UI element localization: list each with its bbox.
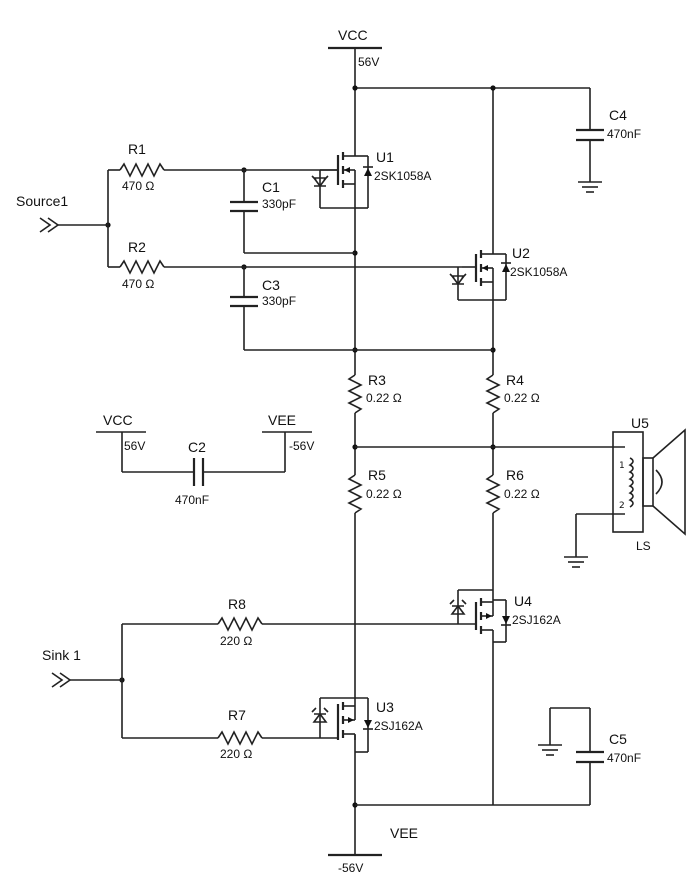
r3-value: 0.22 Ω	[366, 391, 402, 405]
u4-ref: U4	[514, 593, 532, 609]
resistor-r3: R3 0.22 Ω	[347, 365, 402, 420]
capacitor-c2: VCC 56V VEE -56V C2 470nF	[96, 412, 314, 507]
c4-value: 470nF	[607, 127, 641, 141]
u1-part: 2SK1058A	[374, 169, 431, 183]
r5-value: 0.22 Ω	[366, 487, 402, 501]
r8-ref: R8	[228, 596, 246, 612]
r1-value: 470 Ω	[122, 179, 154, 193]
c2-value: 470nF	[175, 493, 209, 507]
r4-value: 0.22 Ω	[504, 391, 540, 405]
c3-ref: C3	[262, 277, 280, 293]
resistor-r6: R6 0.22 Ω	[485, 465, 540, 520]
source1-port: Source1	[16, 170, 109, 267]
vee-small-voltage: -56V	[289, 439, 314, 453]
vcc-top-label: VCC	[338, 27, 368, 43]
u2-ref: U2	[512, 245, 530, 261]
capacitor-c4: C4 470nF	[576, 88, 641, 193]
r1-ref: R1	[128, 141, 146, 157]
u5-ref: U5	[631, 415, 649, 431]
u4-part: 2SJ162A	[512, 613, 561, 627]
speaker-u5: 1 2 U5 LS	[612, 415, 686, 553]
source1-label: Source1	[16, 193, 68, 209]
c5-ref: C5	[609, 731, 627, 747]
r2-value: 470 Ω	[122, 277, 154, 291]
resistor-r7: R7 220 Ω	[122, 707, 338, 761]
mosfet-u4: U4 2SJ162A	[449, 589, 561, 643]
vee-bottom-voltage: -56V	[338, 861, 363, 875]
junction	[490, 85, 496, 91]
vcc-top-rail: VCC 56V	[328, 27, 382, 69]
mosfet-u2: U2 2SK1058A	[449, 245, 567, 301]
resistor-r8: R8 220 Ω	[122, 596, 476, 648]
junction	[352, 85, 358, 91]
r7-ref: R7	[228, 707, 246, 723]
speaker-pin2: 2	[619, 501, 625, 511]
vcc-top-voltage: 56V	[358, 55, 379, 69]
u3-ref: U3	[376, 699, 394, 715]
vee-bottom-label: VEE	[390, 825, 418, 841]
vee-small-label: VEE	[268, 412, 296, 428]
capacitor-c5: C5 470nF	[355, 707, 641, 806]
r4-ref: R4	[506, 372, 524, 388]
c1-value: 330pF	[262, 197, 296, 211]
vee-bottom-rail: VEE -56V	[328, 825, 418, 875]
ground-symbol	[564, 556, 588, 568]
resistor-r1: R1 470 Ω	[108, 141, 338, 193]
c4-ref: C4	[609, 107, 627, 123]
c1-ref: C1	[262, 179, 280, 195]
u3-part: 2SJ162A	[374, 719, 423, 733]
r6-value: 0.22 Ω	[504, 487, 540, 501]
u1-ref: U1	[376, 149, 394, 165]
r3-ref: R3	[368, 372, 386, 388]
mosfet-u1: U1 2SK1058A	[311, 149, 431, 209]
r7-value: 220 Ω	[220, 747, 252, 761]
c5-value: 470nF	[607, 751, 641, 765]
resistor-r5: R5 0.22 Ω	[347, 465, 402, 520]
u2-part: 2SK1058A	[510, 265, 567, 279]
vcc-small-voltage: 56V	[124, 439, 145, 453]
resistor-r4: R4 0.22 Ω	[485, 365, 540, 420]
r6-ref: R6	[506, 467, 524, 483]
c3-value: 330pF	[262, 294, 296, 308]
vcc-small-label: VCC	[103, 412, 133, 428]
r8-value: 220 Ω	[220, 634, 252, 648]
resistor-r2: R2 470 Ω	[108, 239, 462, 291]
sink1-port: Sink 1	[42, 624, 123, 738]
c2-ref: C2	[188, 439, 206, 455]
r5-ref: R5	[368, 467, 386, 483]
speaker-pin1: 1	[619, 461, 625, 471]
speaker-type: LS	[636, 539, 651, 553]
capacitor-c3: C3 330pF	[230, 267, 493, 351]
r2-ref: R2	[128, 239, 146, 255]
capacitor-c1: C1 330pF	[230, 170, 355, 254]
sink1-label: Sink 1	[42, 647, 81, 663]
mosfet-u3: U3 2SJ162A	[311, 690, 423, 753]
